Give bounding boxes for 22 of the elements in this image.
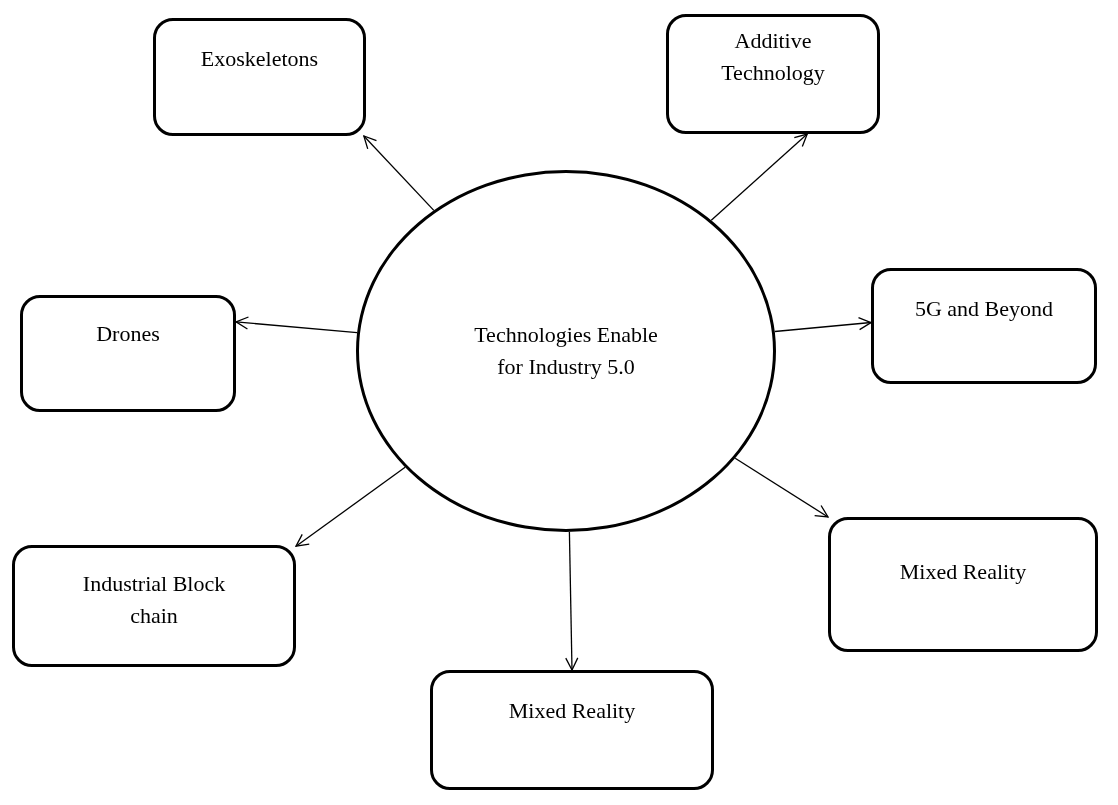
node-label: 5G and Beyond xyxy=(914,295,1054,323)
node-label: Drones xyxy=(96,320,160,348)
rounded-box xyxy=(430,670,714,790)
node-label: Mixed Reality xyxy=(508,697,636,725)
node-label: Mixed Reality xyxy=(899,558,1027,586)
arrow xyxy=(295,466,406,547)
node-label: Technologies Enable for Industry 5.0 xyxy=(473,321,659,381)
arrow xyxy=(710,133,808,221)
arrow xyxy=(235,316,358,334)
rounded-box xyxy=(828,517,1098,652)
arrow xyxy=(734,457,829,518)
rounded-box xyxy=(871,268,1097,384)
node-label: Exoskeletons xyxy=(200,45,319,73)
arrow xyxy=(565,531,579,671)
rounded-box xyxy=(20,295,236,412)
arrow xyxy=(774,317,872,333)
arrow xyxy=(363,135,435,211)
rounded-box xyxy=(12,545,296,667)
node-label: Industrial Block chain xyxy=(81,570,227,630)
rounded-box xyxy=(666,14,880,134)
rounded-box xyxy=(153,18,366,136)
node-label: Additive Technology xyxy=(720,27,826,87)
